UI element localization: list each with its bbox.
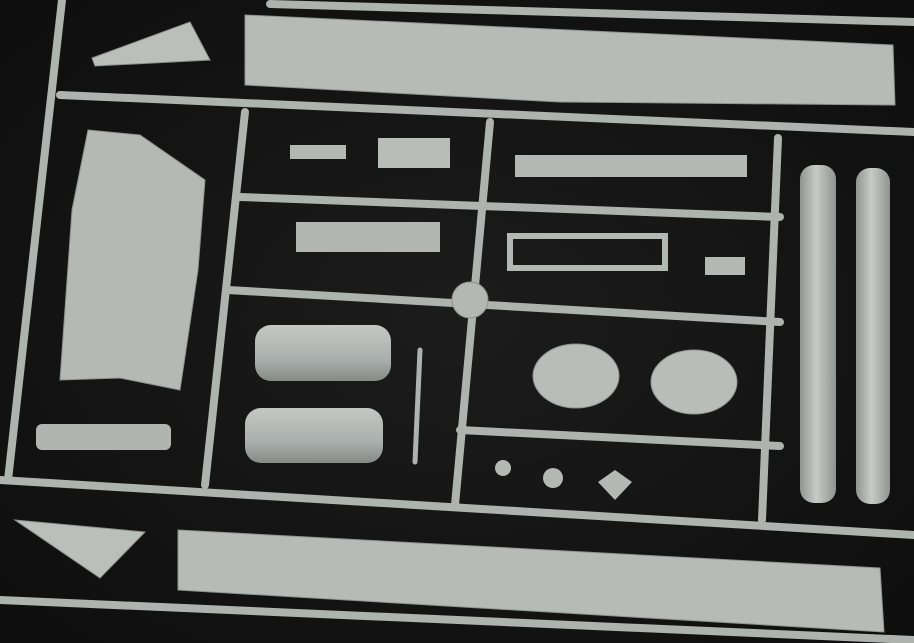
runner-lower-horizontal [0,476,914,539]
knob-part-2 [495,460,511,476]
round-hub-part [451,281,489,319]
runner-bottom-horizontal [0,596,914,643]
rack-part [296,222,440,252]
runner-mid-horizontal-2 [224,286,784,326]
runner-mid-horizontal-3 [456,426,784,450]
left-plate-part [59,129,206,391]
diamond-part [598,470,632,500]
runner-inner-vertical-1 [201,108,249,489]
small-bracket-part [290,145,346,159]
drum-part-1 [255,325,391,381]
tube-part-2 [856,168,890,504]
disc-part-2 [650,349,738,415]
runner-top-horizontal [266,0,914,26]
runner-small-bar [412,347,423,465]
top-rail-part [244,14,896,106]
frame-part [507,233,668,271]
bottom-rail-part [177,529,885,633]
runner-upper-horizontal [56,91,914,136]
small-bar-part [36,424,171,450]
runner-mid-horizontal-1 [236,193,784,221]
bottom-triangle-part [13,519,147,579]
tube-part-1 [800,165,836,503]
knob-part-1 [543,468,563,488]
sprue-parts [13,14,896,633]
disc-part-1 [532,343,620,409]
runner-inner-vertical-3 [758,134,782,524]
long-bracket-part [515,155,747,177]
runner-left-vertical [4,0,66,484]
small-block-part [705,257,745,275]
top-triangle-part [91,21,211,67]
box-part [378,138,450,168]
drum-part-2 [245,408,383,463]
